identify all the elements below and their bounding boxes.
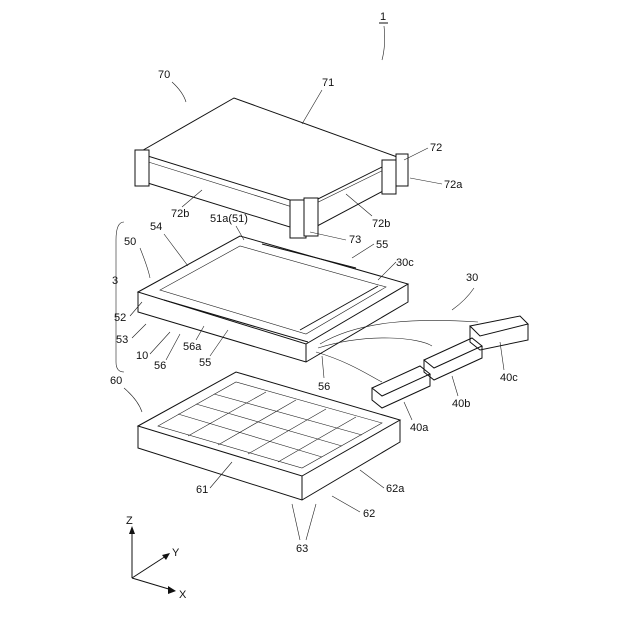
tray: [138, 372, 400, 500]
leader-61: [210, 462, 232, 488]
leader-52: [130, 302, 142, 316]
leader-main: [382, 26, 385, 60]
axis-label-y: Y: [172, 547, 180, 559]
label-55-bottom: 55: [199, 357, 211, 369]
label-56a: 56a: [183, 341, 202, 353]
leader-63-left: [292, 504, 300, 540]
leader-10: [150, 332, 170, 354]
label-61: 61: [196, 484, 208, 496]
label-53: 53: [116, 334, 128, 346]
label-40b: 40b: [452, 398, 470, 410]
bracket-3: [116, 222, 124, 372]
label-10: 10: [136, 350, 148, 362]
label-51a: 51a(51): [210, 213, 248, 225]
label-70: 70: [158, 69, 170, 81]
leader-53: [132, 324, 146, 338]
label-72b-left: 72b: [171, 208, 189, 220]
label-54: 54: [150, 221, 162, 233]
leader-50: [140, 248, 150, 278]
leader-30: [452, 288, 474, 310]
label-63: 63: [296, 543, 308, 555]
axis-y-arrow: [162, 553, 170, 560]
label-main: 1: [380, 11, 386, 23]
label-72b-right: 72b: [372, 218, 390, 230]
label-72a: 72a: [444, 179, 463, 191]
label-52: 52: [114, 312, 126, 324]
label-62a: 62a: [386, 483, 405, 495]
label-3: 3: [112, 275, 118, 287]
leader-60: [124, 388, 142, 412]
axis-label-z: Z: [126, 515, 133, 527]
leader-30c: [378, 262, 396, 280]
leader-62: [332, 496, 360, 512]
label-50: 50: [124, 236, 136, 248]
leader-62a: [360, 470, 384, 488]
label-73: 73: [349, 234, 361, 246]
leader-71: [302, 90, 322, 124]
leader-40b: [452, 376, 458, 396]
axis-z-arrow: [129, 526, 135, 534]
label-30: 30: [466, 272, 478, 284]
leader-56-front: [322, 356, 324, 378]
axis-label-x: X: [179, 589, 187, 601]
frame-assembly: [138, 236, 408, 362]
label-72: 72: [430, 142, 442, 154]
leader-63-right: [306, 504, 316, 540]
leader-40c: [500, 342, 504, 370]
leader-70: [172, 82, 186, 102]
axis-y: [132, 556, 166, 578]
leader-55-right: [352, 244, 374, 258]
label-55-right: 55: [376, 239, 388, 251]
leader-56: [166, 334, 180, 360]
leader-40a: [404, 402, 412, 420]
label-40c: 40c: [500, 372, 518, 384]
label-62: 62: [363, 508, 375, 520]
label-56-front: 56: [318, 381, 330, 393]
leader-72b-right: [346, 194, 372, 216]
leader-56a: [196, 326, 204, 340]
connector-40a: [372, 366, 430, 408]
label-56: 56: [154, 360, 166, 372]
label-71: 71: [322, 77, 334, 89]
axis-triad: [129, 526, 176, 594]
label-30c: 30c: [396, 257, 414, 269]
axis-x-arrow: [168, 586, 176, 594]
label-60: 60: [110, 375, 122, 387]
leader-54: [164, 234, 188, 266]
axis-x: [132, 578, 172, 590]
label-40a: 40a: [410, 422, 429, 434]
leader-72a: [410, 178, 442, 184]
